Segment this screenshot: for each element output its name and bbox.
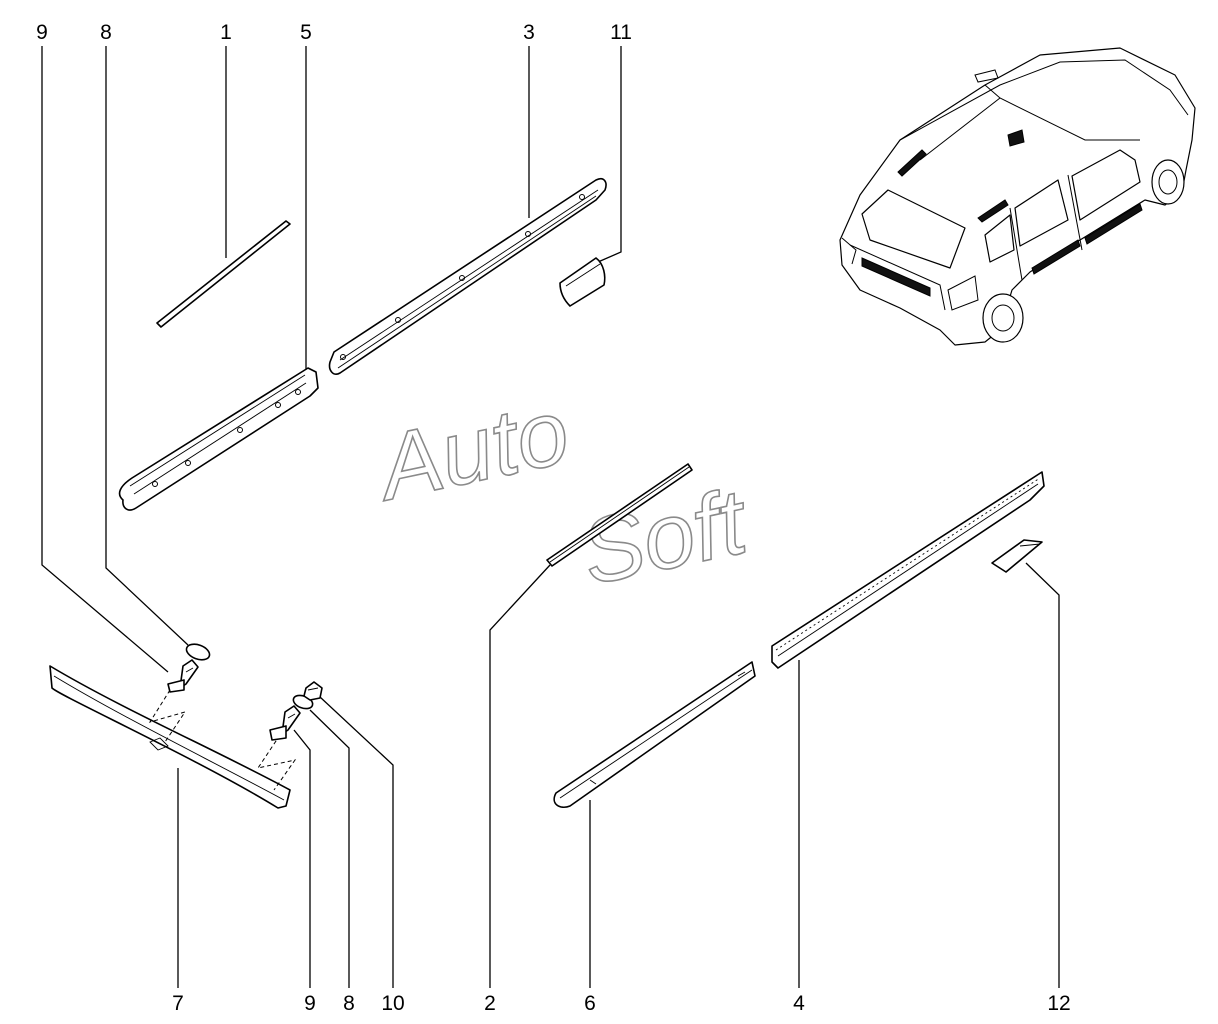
callout-8-bottom: 8 — [343, 992, 355, 1015]
part-3-rear-door-moulding — [328, 177, 607, 375]
callout-4: 4 — [793, 992, 805, 1015]
callout-9-top: 9 — [36, 21, 48, 44]
callout-8-top: 8 — [100, 21, 112, 44]
leader-2 — [489, 564, 551, 988]
leader-8-top — [105, 46, 189, 646]
top-leaders — [41, 46, 622, 673]
part-2-thin-strip — [546, 463, 693, 567]
part-11-trim-piece — [559, 257, 606, 307]
leader-8-bottom — [309, 709, 350, 988]
leader-11 — [597, 46, 622, 263]
part-5-front-door-moulding — [118, 367, 319, 511]
watermark: Auto Soft — [365, 380, 758, 606]
part-9-bolt-bottom — [269, 705, 301, 741]
callout-1: 1 — [220, 21, 232, 44]
callout-2: 2 — [484, 992, 496, 1015]
part-1-window-strip — [156, 220, 291, 328]
part-7-tailgate-moulding — [49, 665, 297, 809]
part-6-front-lower-moulding — [553, 661, 756, 809]
bottom-leaders — [177, 562, 1060, 988]
leader-9-bottom — [293, 729, 311, 988]
callout-11: 11 — [610, 21, 632, 44]
part-9-bolt-top — [167, 659, 199, 693]
watermark-soft: Soft — [573, 470, 758, 605]
callout-7: 7 — [172, 992, 184, 1015]
part-12-trim-piece — [991, 539, 1043, 573]
bottom-callouts: 7 9 8 10 2 6 4 12 — [172, 992, 1071, 1015]
car-illustration — [839, 47, 1196, 346]
callout-10: 10 — [381, 992, 404, 1015]
top-callouts: 9 8 1 5 3 11 — [36, 21, 632, 44]
callout-5: 5 — [300, 21, 312, 44]
callout-9-bottom: 9 — [304, 992, 316, 1015]
watermark-auto: Auto — [366, 380, 577, 520]
part-8-washer-top — [185, 643, 211, 661]
part-10-nut — [303, 681, 323, 701]
callout-12: 12 — [1047, 992, 1070, 1015]
callout-6: 6 — [584, 992, 596, 1015]
part-4-rear-lower-moulding — [771, 471, 1045, 669]
leader-12 — [1025, 562, 1060, 988]
callout-3: 3 — [523, 21, 535, 44]
leader-9-top — [41, 46, 169, 673]
leader-10 — [319, 696, 394, 988]
